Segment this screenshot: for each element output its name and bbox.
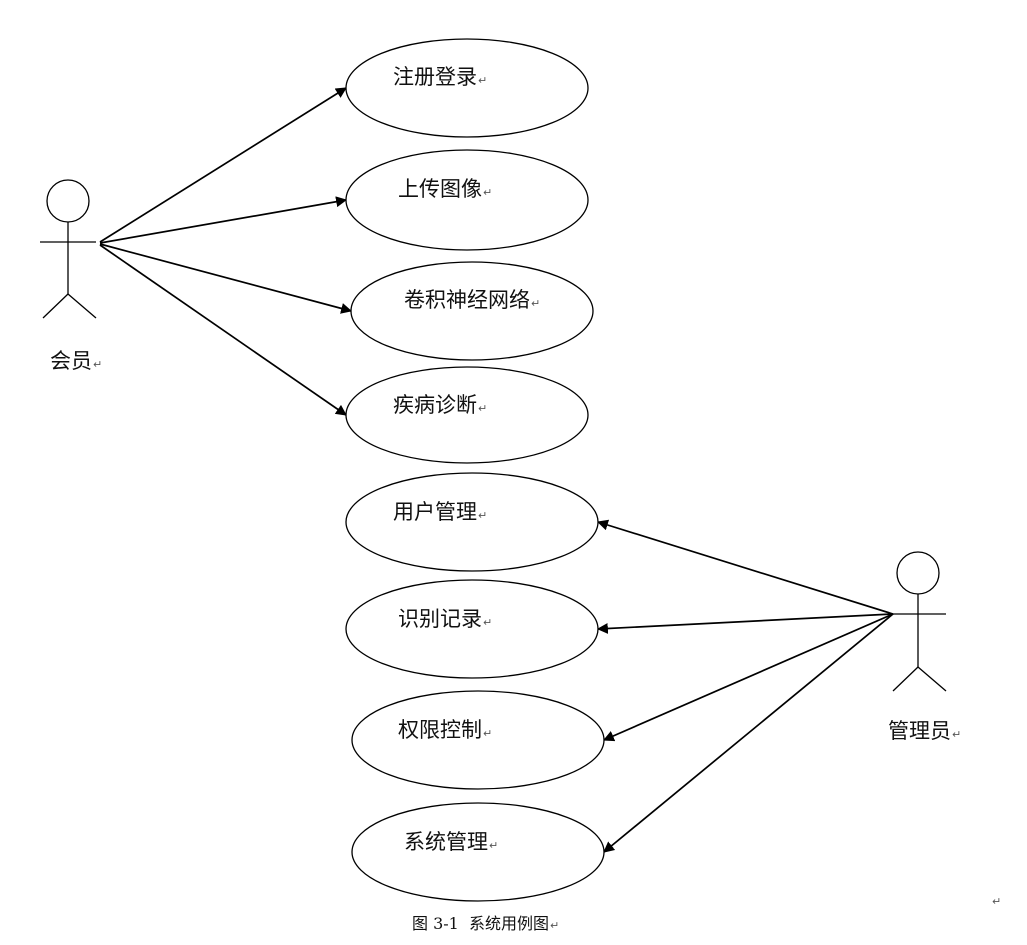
association-member-diagnosis	[99, 244, 347, 416]
actor-label-member: 会员↵	[50, 349, 102, 373]
use-case-label: 疾病诊断↵	[393, 393, 487, 417]
use-case-register-login: 注册登录↵	[345, 38, 589, 138]
association-admin-system-management	[603, 613, 894, 853]
use-case-access-control: 权限控制↵	[351, 690, 605, 790]
stick-figure-head-icon	[46, 179, 90, 223]
use-case-recognition-records: 识别记录↵	[345, 579, 599, 679]
association-member-cnn	[99, 243, 353, 314]
use-case-label: 卷积神经网络↵	[404, 288, 540, 312]
use-case-label: 权限控制↵	[398, 718, 492, 742]
association-admin-user-management	[596, 519, 894, 615]
association-member-register-login	[99, 87, 347, 243]
use-case-user-management: 用户管理↵	[345, 472, 599, 572]
use-case-label: 上传图像↵	[398, 177, 492, 201]
stick-figure-right-leg	[67, 293, 97, 319]
stick-figure-right-leg	[917, 666, 947, 692]
use-case-diagnosis: 疾病诊断↵	[345, 366, 589, 464]
use-case-label: 识别记录↵	[398, 607, 492, 631]
stick-figure-left-leg	[892, 666, 919, 692]
association-admin-access-control	[602, 613, 894, 742]
paragraph-mark: ↵	[992, 895, 1001, 908]
actor-member: 会员↵	[40, 179, 102, 373]
use-case-cnn: 卷积神经网络↵	[350, 261, 594, 361]
actor-admin: 管理员↵	[888, 551, 961, 743]
association-member-upload-image	[99, 196, 348, 244]
use-case-upload-image: 上传图像↵	[345, 149, 589, 251]
use-cases: 注册登录↵ 上传图像↵ 卷积神经网络↵ 疾病诊断↵ 用户管理↵ 识别记录↵ 权限…	[345, 38, 605, 902]
actor-label-admin: 管理员↵	[888, 719, 961, 743]
use-case-label: 注册登录↵	[393, 65, 487, 89]
stick-figure-left-leg	[42, 293, 69, 319]
use-case-label: 用户管理↵	[393, 500, 487, 524]
association-admin-recognition-records	[596, 613, 894, 634]
associations	[99, 87, 894, 853]
stick-figure-head-icon	[896, 551, 940, 595]
use-case-label: 系统管理↵	[404, 830, 498, 854]
figure-caption: 图 3-1 系统用例图↵	[412, 914, 559, 933]
use-case-system-management: 系统管理↵	[351, 802, 605, 902]
